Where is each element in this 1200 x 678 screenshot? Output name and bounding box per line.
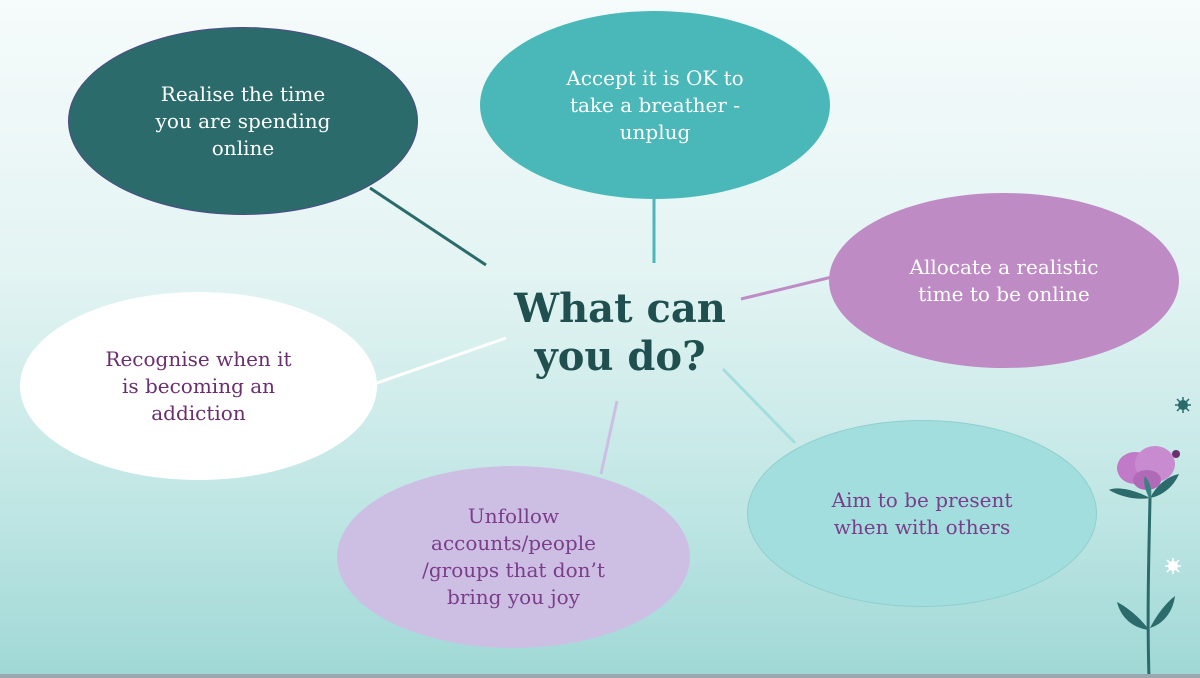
- node-accept: Accept it is OK to take a breather - unp…: [480, 11, 830, 199]
- node-recognise-label: Recognise when it is becoming an addicti…: [105, 346, 292, 425]
- node-allocate: Allocate a realistic time to be online: [829, 193, 1179, 368]
- flower-icon: [1109, 397, 1191, 678]
- node-allocate-label: Allocate a realistic time to be online: [909, 254, 1099, 306]
- center-title: What can you do?: [514, 285, 726, 380]
- connector-allocate: [740, 275, 833, 301]
- bottom-border: [0, 674, 1200, 678]
- connector-unfollow: [599, 400, 619, 475]
- connector-realise: [369, 186, 487, 267]
- connector-recognise: [376, 336, 507, 385]
- node-unfollow: Unfollow accounts/people /groups that do…: [337, 466, 690, 648]
- node-accept-label: Accept it is OK to take a breather - unp…: [566, 65, 744, 144]
- node-aim-label: Aim to be present when with others: [831, 487, 1013, 539]
- node-recognise: Recognise when it is becoming an addicti…: [20, 292, 377, 480]
- node-realise-label: Realise the time you are spending online: [155, 81, 331, 160]
- node-unfollow-label: Unfollow accounts/people /groups that do…: [422, 504, 605, 609]
- connector-aim: [721, 367, 797, 445]
- node-aim: Aim to be present when with others: [747, 420, 1097, 607]
- node-realise: Realise the time you are spending online: [68, 27, 418, 215]
